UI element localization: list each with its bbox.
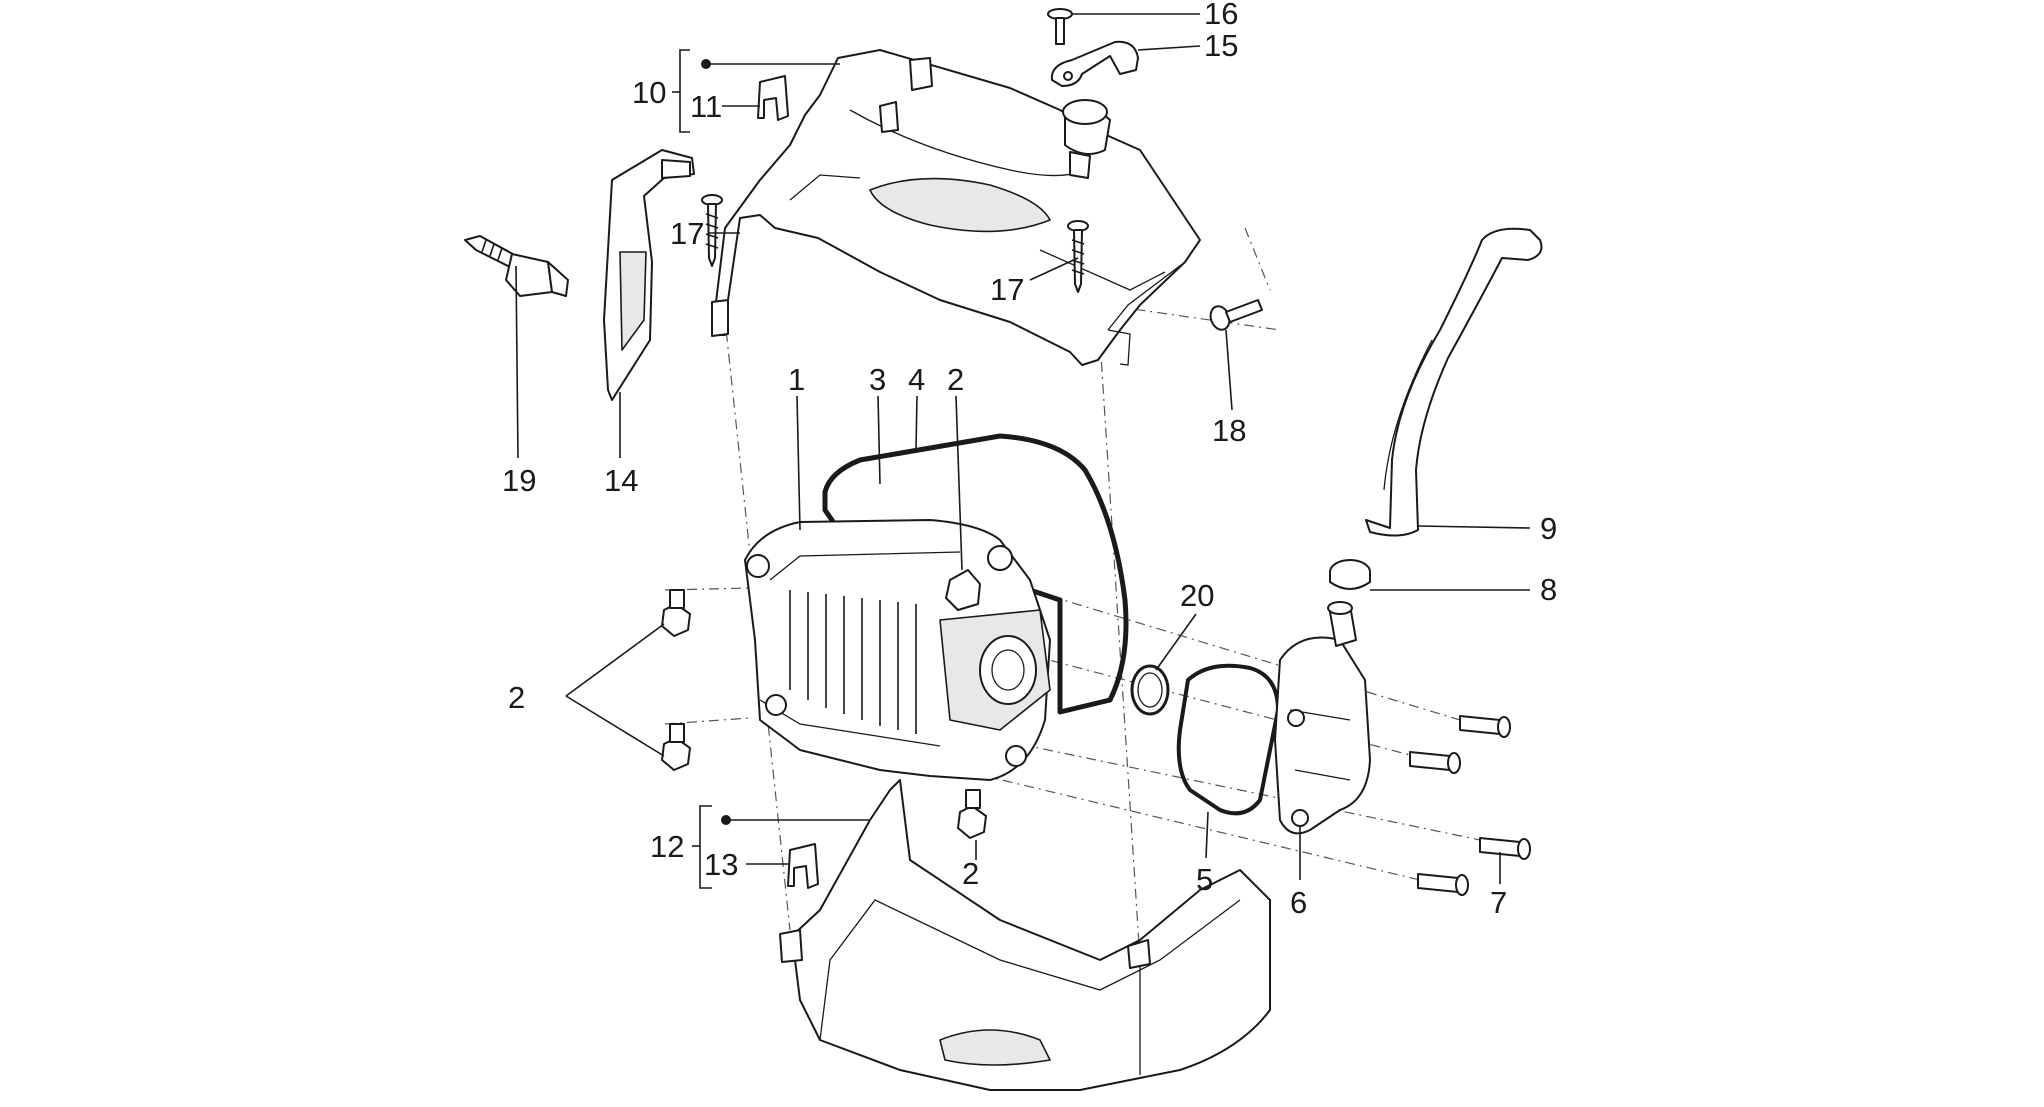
callout-1: 1 xyxy=(788,362,805,397)
callout-labels: 16 15 10 11 17 17 18 19 14 1 3 4 2 2 2 2… xyxy=(502,0,1557,920)
leader-lines xyxy=(515,13,1531,889)
callout-17-right: 17 xyxy=(990,272,1024,307)
callout-16: 16 xyxy=(1204,0,1238,31)
callout-14: 14 xyxy=(604,463,638,498)
callout-5: 5 xyxy=(1196,862,1213,897)
housing-screw-2 xyxy=(1409,751,1461,774)
spark-plug xyxy=(464,235,569,297)
callout-19: 19 xyxy=(502,463,536,498)
callout-17-left: 17 xyxy=(670,216,704,251)
housing-screw-3 xyxy=(1479,837,1531,860)
callout-6: 6 xyxy=(1290,885,1307,920)
callout-2-top: 2 xyxy=(947,362,964,397)
spark-plug-cover xyxy=(603,149,695,401)
hose-clip xyxy=(1329,559,1371,590)
callout-7: 7 xyxy=(1490,885,1507,920)
housing-screw-1 xyxy=(1459,715,1511,738)
shroud-screw-left xyxy=(701,194,723,267)
shroud-screw-right xyxy=(1067,220,1089,293)
lower-shroud-clip xyxy=(787,843,819,889)
shroud-bolt xyxy=(1209,299,1263,331)
cylinder-head-gasket xyxy=(822,433,1129,715)
lower-engine-shroud xyxy=(779,779,1271,1091)
callout-2-bottom: 2 xyxy=(962,856,979,891)
callout-2-left: 2 xyxy=(508,680,525,715)
callout-13: 13 xyxy=(704,847,738,882)
callout-3: 3 xyxy=(869,362,886,397)
blow-by-seal xyxy=(1176,663,1280,816)
cooling-fins xyxy=(789,590,917,734)
callout-9: 9 xyxy=(1540,511,1557,546)
pipe-clamp xyxy=(1050,40,1139,87)
cylinder-head-cover xyxy=(744,519,1051,781)
callout-11: 11 xyxy=(690,89,722,124)
callout-18: 18 xyxy=(1212,413,1246,448)
o-ring xyxy=(1130,664,1170,716)
callout-10: 10 xyxy=(632,75,666,110)
clamp-screw xyxy=(1047,8,1073,45)
callout-12: 12 xyxy=(650,829,684,864)
housing-screw-4 xyxy=(1417,873,1469,896)
callout-15: 15 xyxy=(1204,28,1238,63)
callout-8: 8 xyxy=(1540,572,1557,607)
bolt-upper-left xyxy=(661,589,691,637)
callout-4: 4 xyxy=(908,362,925,397)
bolt-lower-left xyxy=(661,723,691,771)
shroud-clip xyxy=(757,75,789,121)
breather-hose xyxy=(1365,227,1543,537)
bolt-lower-center xyxy=(957,789,987,839)
blow-by-housing xyxy=(1274,601,1371,835)
callout-20: 20 xyxy=(1180,578,1214,613)
